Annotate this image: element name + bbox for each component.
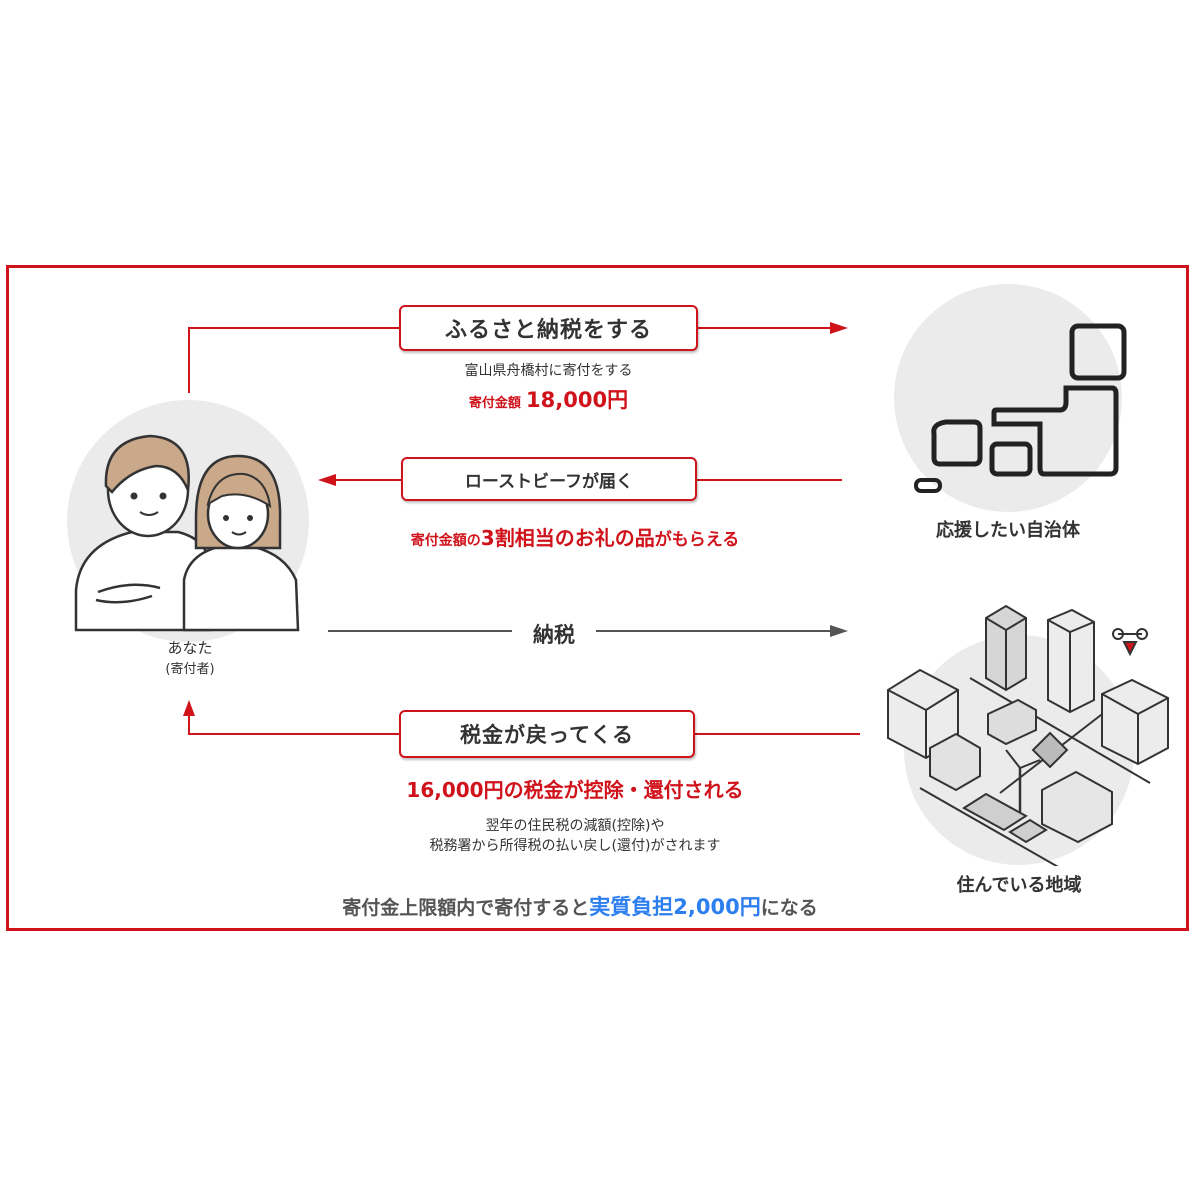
arrow-right-icon	[830, 322, 848, 334]
donate-target: 富山県舟橋村に寄付をする	[464, 363, 633, 379]
gift-desc-highlight: 3割相当のお礼の品	[480, 526, 655, 550]
city-illustration	[887, 604, 1169, 866]
donate-amount-value: 18,000円	[526, 388, 629, 412]
gift-description: 寄付金額の3割相当のお礼の品がもらえる	[340, 522, 810, 551]
donate-amount: 寄付金額 18,000円	[399, 384, 698, 414]
couple-illustration	[74, 434, 300, 632]
region-label: 住んでいる地域	[956, 875, 1082, 896]
gift-desc-suffix: がもらえる	[654, 530, 740, 550]
refund-note-line2: 税務署から所得税の払い戻し(還付)がされます	[429, 838, 721, 854]
tax-label: 納税	[533, 623, 575, 647]
diagram-frame	[6, 265, 1189, 931]
arrow-right-icon	[830, 625, 848, 637]
gift-desc-prefix: 寄付金額の	[410, 533, 481, 549]
footer-summary: 寄付金上限額内で寄付すると実質負担2,000円になる	[230, 891, 930, 921]
you-sublabel: (寄付者)	[165, 662, 215, 677]
japan-map-icon	[914, 323, 1127, 493]
arrow-left-icon	[318, 474, 336, 486]
refund-headline: 16,000円の税金が控除・還付される	[406, 778, 744, 802]
donate-pill: ふるさと納税をする	[399, 305, 698, 351]
donate-amount-label: 寄付金額	[468, 396, 521, 411]
refund-note-line1: 翌年の住民税の減額(控除)や	[485, 818, 665, 834]
tax-connector	[328, 625, 848, 637]
footer-prefix: 寄付金上限額内で寄付すると	[342, 897, 590, 919]
drone-icon	[1112, 628, 1148, 657]
arrow-up-icon	[183, 700, 195, 716]
you-label: あなた	[167, 639, 213, 657]
footer-highlight: 実質負担2,000円	[589, 895, 761, 919]
refund-pill: 税金が戻ってくる	[399, 710, 695, 758]
municipality-label: 応援したい自治体	[936, 520, 1080, 541]
footer-suffix: になる	[760, 897, 818, 919]
gift-pill: ローストビーフが届く	[401, 457, 697, 501]
